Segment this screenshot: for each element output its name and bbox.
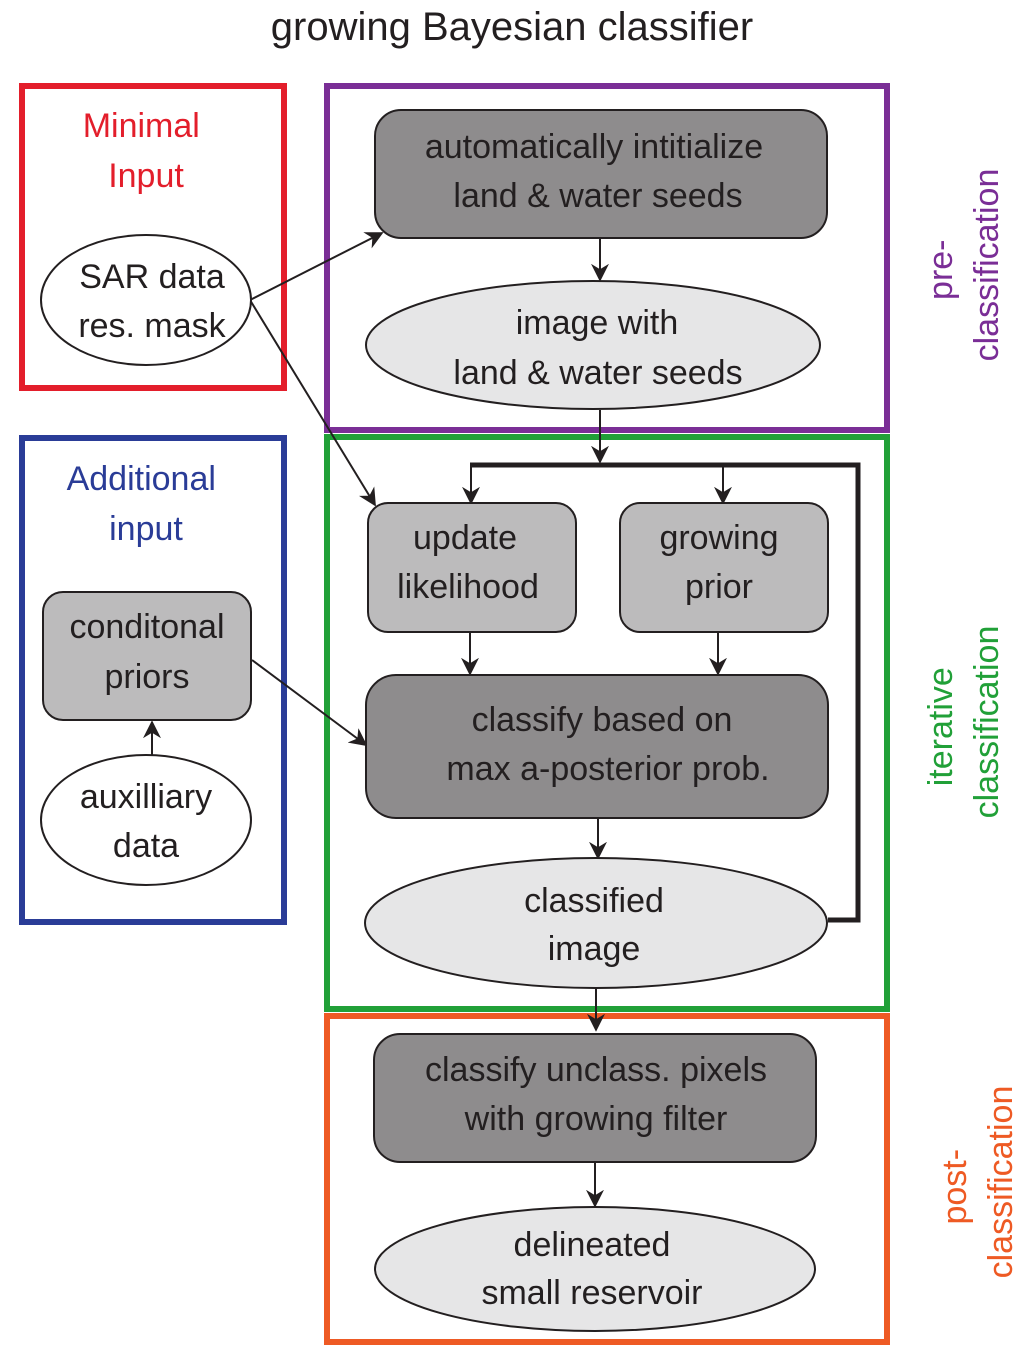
iterative-classification-label: iterative classification <box>922 626 1006 819</box>
arrow-sar-to-likelihood <box>249 299 376 507</box>
group-pre-classification <box>324 83 890 433</box>
arrow-cond-to-classify <box>251 659 368 747</box>
group-minimal-input <box>19 83 287 391</box>
pre-classification-label: pre- classification <box>922 169 1006 362</box>
arrow-sar-to-init <box>249 232 384 301</box>
feedback-loop <box>470 462 861 923</box>
additional-input-label: Additional input <box>67 460 226 548</box>
group-additional-input <box>19 435 287 925</box>
group-post-classification <box>324 1013 890 1345</box>
post-classification-label: post- classification <box>936 1086 1020 1279</box>
diagram-title: growing Bayesian classifier <box>271 5 753 49</box>
group-iterative-classification <box>324 434 890 1012</box>
minimal-input-label: Minimal Input <box>83 107 210 195</box>
